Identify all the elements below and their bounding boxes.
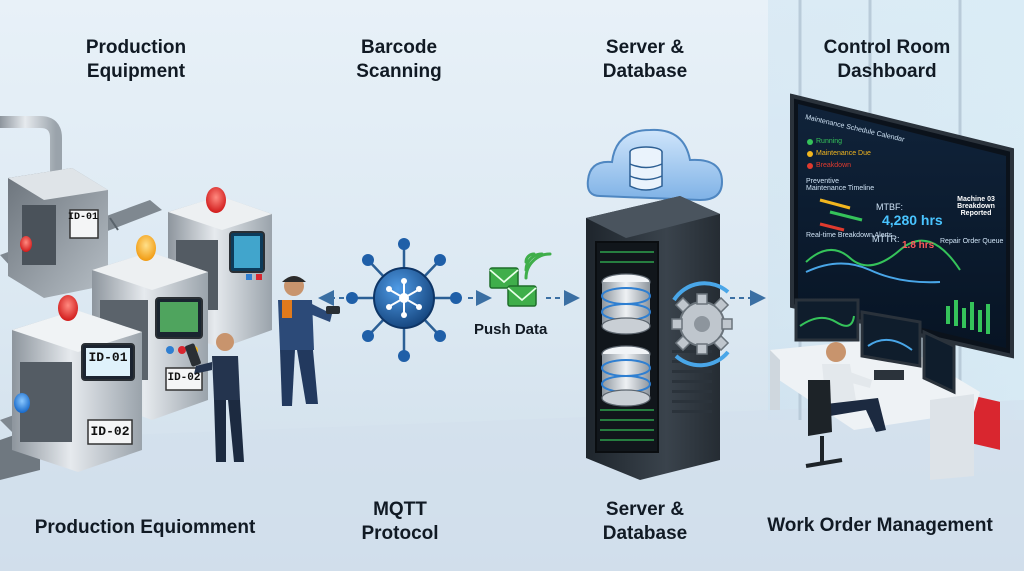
machine-id-tag: ID-01 — [67, 212, 98, 223]
gear-icon — [671, 281, 733, 368]
label-barcode-scanning: Barcode Scanning — [340, 36, 458, 84]
label-line: Protocol — [361, 523, 439, 544]
alert-text: Machine 03 Breakdown Reported — [957, 196, 995, 217]
label-line: Server & — [605, 37, 685, 58]
label-production-equipment: Production Equipment — [66, 36, 206, 84]
mttr-label: MTTR: — [872, 234, 900, 244]
mqtt-hub — [346, 238, 462, 362]
mtbf-value: 4,280 hrs — [882, 212, 943, 228]
cloud-database-icon — [586, 128, 724, 202]
label-control-room: Control Room Dashboard — [812, 36, 962, 84]
dashboard-timeline-title: Preventive Maintenance Timeline — [806, 178, 875, 192]
label-line: Barcode — [360, 37, 438, 58]
machine-id-tag: ID-02 — [167, 372, 201, 384]
label-line: Production — [85, 37, 187, 58]
operator — [805, 342, 886, 468]
label-line: Database — [602, 523, 688, 544]
label-line: Database — [602, 61, 688, 82]
mttr-value: 1.8 hrs — [902, 240, 935, 251]
label-line: Equipment — [86, 61, 186, 82]
red-status-light-icon — [206, 187, 226, 213]
machine-front — [12, 310, 142, 472]
label-mqtt-protocol: MQTT Protocol — [344, 498, 456, 546]
server-rack — [586, 196, 720, 480]
machine-id-tag: ID-01 — [88, 350, 128, 365]
label-server-database-top: Server & Database — [590, 36, 700, 84]
label-line: Server & — [605, 499, 685, 520]
dashboard-legend-running: Running — [816, 138, 843, 145]
label-line: Dashboard — [837, 61, 937, 82]
push-data-label: Push Data — [474, 321, 548, 338]
red-status-light-icon — [20, 236, 32, 252]
label-line: Scanning — [356, 61, 442, 82]
worker-right — [278, 276, 340, 406]
wireless-signal-icon — [524, 252, 552, 280]
blue-status-light-icon — [14, 393, 30, 413]
desk-workstation — [770, 298, 980, 480]
label-production-equipment-bottom: Production Equiomment — [34, 517, 256, 538]
label-server-database-bottom: Server & Database — [590, 498, 700, 546]
label-work-order-management: Work Order Management — [767, 515, 993, 536]
production-line — [0, 116, 272, 480]
dashboard-legend-due: Maintenance Due — [816, 150, 871, 157]
label-line: MQTT — [373, 499, 427, 520]
work-order-queue-title: Repair Order Queue — [940, 238, 1004, 245]
machine-id-tag: ID-02 — [90, 424, 130, 439]
envelope-icon — [489, 267, 537, 307]
dashboard-legend-breakdown: Breakdown — [816, 162, 852, 169]
database-disks-icon — [601, 273, 651, 407]
machine-back-left — [8, 168, 108, 298]
big-dashboard-display — [790, 93, 1014, 450]
amber-status-light-icon — [136, 235, 156, 261]
label-line: Control Room — [823, 37, 951, 58]
red-status-light-icon — [58, 295, 78, 321]
mtbf-label: MTBF: — [876, 202, 903, 212]
worker-left — [185, 333, 244, 462]
realtime-alerts-title: Real-time Breakdown Alerts — [806, 232, 893, 239]
